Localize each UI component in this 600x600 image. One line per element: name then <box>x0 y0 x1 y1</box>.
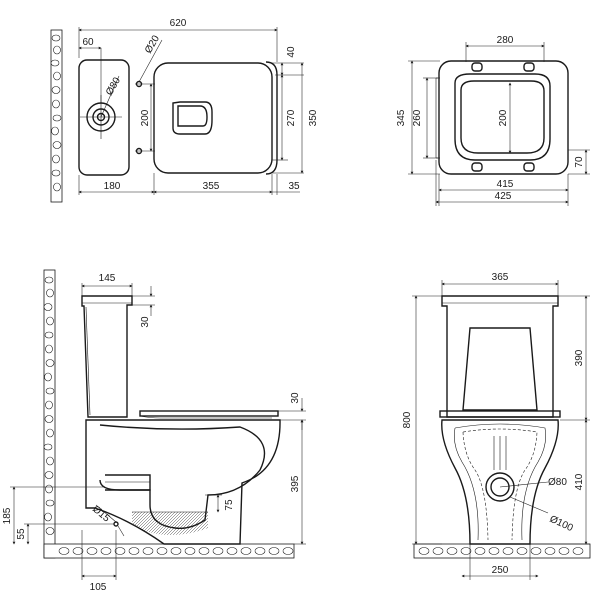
dim-outlet-offset: 105 <box>90 582 107 593</box>
dim-front-base-height: 410 <box>574 473 585 490</box>
dim-wall-to-hole: 60 <box>82 37 94 48</box>
dim-inlet-height: 55 <box>16 528 27 540</box>
bowl-opening <box>172 101 213 135</box>
dim-front-outlet-dia: Ø80 <box>548 477 567 488</box>
front-outlet-inner <box>490 477 510 497</box>
dim-tank-depth: 180 <box>104 181 121 192</box>
side-seat <box>139 410 279 417</box>
dim-outlet-height: 185 <box>2 507 13 524</box>
dim-front-trap-dia: Ø100 <box>548 514 575 534</box>
wall-pebbles <box>50 34 62 192</box>
side-floor-pebbles <box>58 547 294 555</box>
seat-lid-outline <box>438 60 569 175</box>
dim-front-tank-height: 390 <box>574 349 585 366</box>
top-view: 620 60 Ø20 Ø80 200 40 270 350 180 355 35 <box>50 18 319 203</box>
side-wall-pebbles <box>43 276 55 535</box>
front-tank-outline <box>441 295 559 418</box>
dim-pipe-dia: Ø15 <box>90 504 112 525</box>
dim-seat-inner-opening: 200 <box>498 109 509 126</box>
dim-hole-spacing: 200 <box>140 109 151 126</box>
tank-outline <box>78 59 130 176</box>
dim-bowl-depth: 270 <box>286 109 297 126</box>
dim-outlet-dia: Ø80 <box>104 75 123 97</box>
dim-front-total-height: 800 <box>402 411 413 428</box>
seat-opening <box>454 73 551 161</box>
bowl-outline <box>153 62 273 174</box>
front-floor-pebbles <box>418 547 584 555</box>
front-tank-panel <box>462 327 538 411</box>
dim-total-depth: 350 <box>308 109 319 126</box>
dim-seat-inner-depth: 260 <box>412 109 423 126</box>
dim-lid-height: 30 <box>140 316 151 328</box>
dim-hinge-width: 280 <box>497 35 514 46</box>
dim-front-tank-width: 365 <box>492 272 509 283</box>
front-outlet-outer <box>485 472 515 502</box>
dim-seat-thickness: 30 <box>290 392 301 404</box>
side-inlet-point <box>113 521 119 527</box>
side-bowl-body <box>85 419 281 545</box>
side-outlet-pipe <box>105 474 151 491</box>
dim-water-depth: 75 <box>224 499 235 511</box>
side-tank-outline <box>81 295 133 418</box>
dim-seat-overall-length: 425 <box>495 191 512 202</box>
dim-seat-front-lip: 70 <box>574 156 585 168</box>
seat-view: 280 345 260 200 70 415 425 <box>396 35 590 206</box>
dim-seat-inner-length: 415 <box>497 179 514 190</box>
dim-bowl-length: 355 <box>203 181 220 192</box>
dim-seat-overall-depth: 345 <box>396 109 407 126</box>
side-water <box>132 512 208 535</box>
dim-front-gap: 35 <box>288 181 300 192</box>
side-view: 145 30 30 395 185 55 75 Ø15 105 <box>2 269 306 593</box>
dim-front-base-width: 250 <box>492 565 509 576</box>
dim-side-tank-depth: 145 <box>99 273 116 284</box>
dim-overall-width: 620 <box>170 18 187 29</box>
dim-back-gap: 40 <box>286 46 297 58</box>
dim-bowl-height: 395 <box>290 475 301 492</box>
front-view: 365 390 800 410 Ø80 Ø100 250 <box>402 272 591 580</box>
